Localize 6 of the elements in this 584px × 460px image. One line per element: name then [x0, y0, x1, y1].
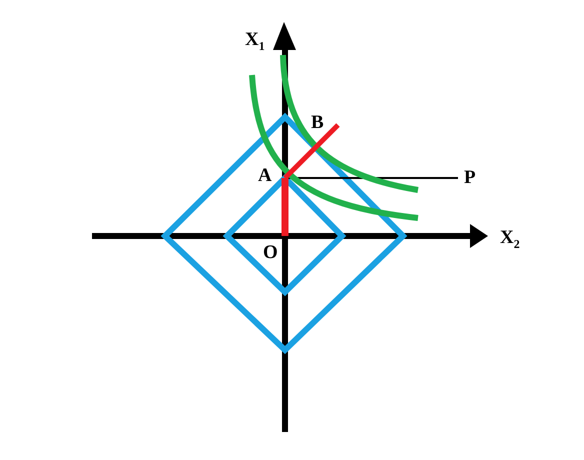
point-label: B	[311, 113, 324, 133]
axis-label: X$_{2}$	[500, 228, 520, 253]
axis-label: X$_{1}$	[245, 30, 265, 55]
point-label: P	[464, 168, 476, 188]
point-label: A	[258, 166, 272, 186]
origin-label: O	[263, 243, 278, 263]
